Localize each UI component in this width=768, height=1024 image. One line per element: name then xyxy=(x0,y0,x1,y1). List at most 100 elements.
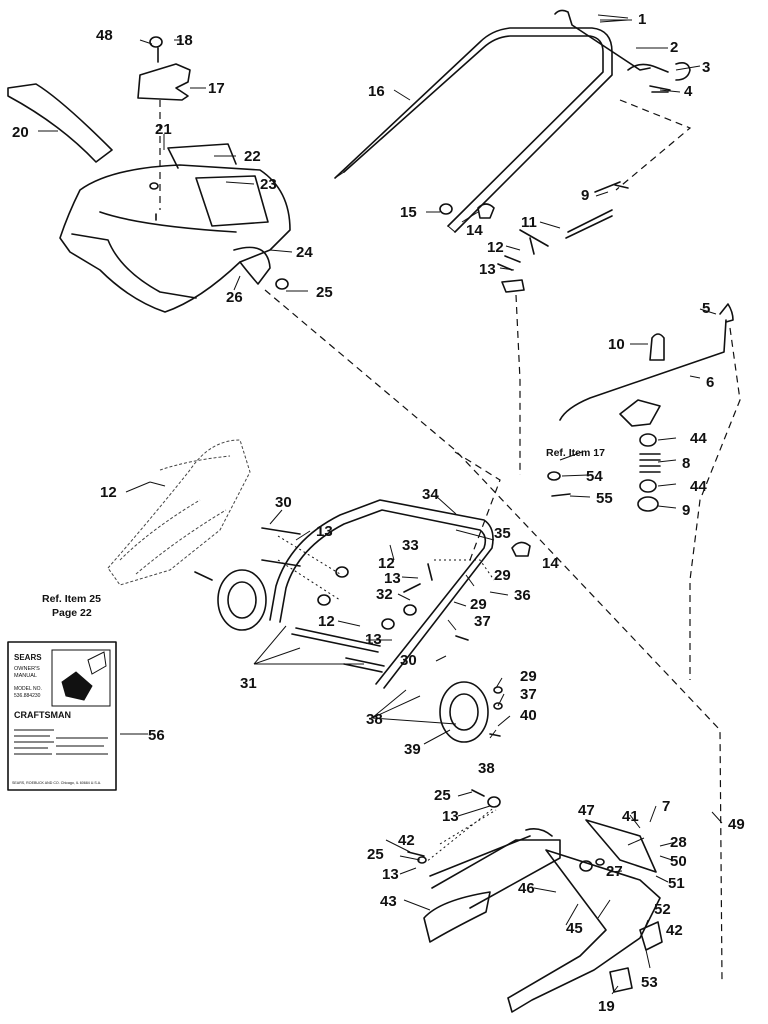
handle-assembly xyxy=(334,9,692,475)
callout-40: 40 xyxy=(520,707,537,724)
cable-clip xyxy=(627,62,691,81)
callout-24: 24 xyxy=(296,244,313,261)
auger-housing-assembly xyxy=(407,789,663,1013)
callout-7: 7 xyxy=(662,798,670,815)
callout-8: 8 xyxy=(682,455,690,472)
control-bail xyxy=(554,9,651,71)
callout-27: 27 xyxy=(606,863,623,880)
callout-21: 21 xyxy=(155,121,172,138)
callout-36: 36 xyxy=(514,587,531,604)
callout-2: 2 xyxy=(670,39,678,56)
callout-49: 49 xyxy=(728,816,745,833)
callout-45: 45 xyxy=(566,920,583,937)
manual-line-2: MANUAL xyxy=(14,673,37,679)
callout-12-frame-lower: 12 xyxy=(318,613,335,630)
upper-handle xyxy=(334,27,613,233)
shift-linkage xyxy=(547,303,734,512)
owners-manual: SEARS OWNER'S MANUAL MODEL NO. 536.88423… xyxy=(7,641,117,791)
callout-30-a: 30 xyxy=(275,494,292,511)
callout-14-frame: 14 xyxy=(542,555,559,572)
manual-product: CRAFTSMAN xyxy=(14,710,71,720)
callout-1: 1 xyxy=(638,11,646,28)
wheel-right xyxy=(439,681,489,743)
callout-55: 55 xyxy=(596,490,613,507)
callout-25-auger-b: 25 xyxy=(367,846,384,863)
callout-37-b: 37 xyxy=(520,686,537,703)
callout-42-a: 42 xyxy=(398,832,415,849)
callout-29-b: 29 xyxy=(470,596,487,613)
assembly-lines xyxy=(264,289,741,981)
callout-12-handle: 12 xyxy=(487,239,504,256)
callout-16: 16 xyxy=(368,83,385,100)
manual-footer: SEARS, ROEBUCK AND CO. Chicago, IL 60684… xyxy=(12,781,101,785)
ref-item-25: Ref. Item 25 xyxy=(42,593,101,605)
callout-22: 22 xyxy=(244,148,261,165)
manual-line-4: 536.884230 xyxy=(14,693,41,699)
callout-4: 4 xyxy=(684,83,693,100)
leader-lines xyxy=(38,19,723,995)
callout-32: 32 xyxy=(376,586,393,603)
callout-25-housing: 25 xyxy=(316,284,333,301)
housing-24 xyxy=(59,164,291,313)
frame-35 xyxy=(269,499,494,689)
callout-30-b: 30 xyxy=(400,652,417,669)
callout-56: 56 xyxy=(148,727,165,744)
callout-51: 51 xyxy=(668,875,685,892)
callout-39: 39 xyxy=(404,741,421,758)
callout-18: 18 xyxy=(176,32,193,49)
callout-26: 26 xyxy=(226,289,243,306)
callout-31: 31 xyxy=(240,675,257,692)
callout-38-b: 38 xyxy=(478,760,495,777)
manual-line-1: OWNER'S xyxy=(14,666,40,672)
callout-13-handle: 13 xyxy=(479,261,496,278)
callout-38-a: 38 xyxy=(366,711,383,728)
callout-41: 41 xyxy=(622,808,639,825)
callout-6: 6 xyxy=(706,374,714,391)
callout-13-frame-a: 13 xyxy=(316,523,333,540)
callout-20: 20 xyxy=(12,124,29,141)
callout-44-a: 44 xyxy=(690,430,707,447)
callout-12-frame-upper: 12 xyxy=(378,555,395,572)
callout-14-handle: 14 xyxy=(466,222,483,239)
callout-3: 3 xyxy=(702,59,710,76)
callout-34: 34 xyxy=(422,486,439,503)
callout-29-c: 29 xyxy=(520,668,537,685)
callout-23: 23 xyxy=(260,176,277,193)
callout-13-frame-c: 13 xyxy=(365,631,382,648)
callout-13-auger-a: 13 xyxy=(442,808,459,825)
bracket-17 xyxy=(137,63,191,101)
callout-54: 54 xyxy=(586,468,603,485)
callout-29-a: 29 xyxy=(494,567,511,584)
callout-33: 33 xyxy=(402,537,419,554)
callout-10: 10 xyxy=(608,336,625,353)
callout-17: 17 xyxy=(208,80,225,97)
callout-12-ghost: 12 xyxy=(100,484,117,501)
callout-43: 43 xyxy=(380,893,397,910)
rod-9 xyxy=(594,181,629,193)
callout-44-b: 44 xyxy=(690,478,707,495)
blade-43 xyxy=(423,891,491,943)
callout-9-lower: 9 xyxy=(682,502,690,519)
callout-13-auger-b: 13 xyxy=(382,866,399,883)
callout-19: 19 xyxy=(598,998,615,1015)
housing-side-47 xyxy=(507,849,661,1013)
callout-5: 5 xyxy=(702,300,710,317)
shift-rod-6 xyxy=(559,319,727,421)
manual-line-3: MODEL NO. xyxy=(14,686,42,692)
callout-53: 53 xyxy=(641,974,658,991)
callout-numbers: 1 2 3 4 5 6 7 8 9 9 10 11 12 12 12 12 13… xyxy=(12,11,745,1015)
callout-37-a: 37 xyxy=(474,613,491,630)
callout-15: 15 xyxy=(400,204,417,221)
ghost-auger-assembly xyxy=(107,439,251,586)
callout-9-upper: 9 xyxy=(581,187,589,204)
callout-13-frame-b: 13 xyxy=(384,570,401,587)
manual-brand: SEARS xyxy=(14,653,42,662)
wheel-frame-assembly xyxy=(194,499,531,743)
callout-28: 28 xyxy=(670,834,687,851)
callout-48: 48 xyxy=(96,27,113,44)
ref-item-17: Ref. Item 17 xyxy=(546,447,605,459)
deflector-20 xyxy=(7,83,113,163)
callout-50: 50 xyxy=(670,853,687,870)
callout-25-auger-a: 25 xyxy=(434,787,451,804)
